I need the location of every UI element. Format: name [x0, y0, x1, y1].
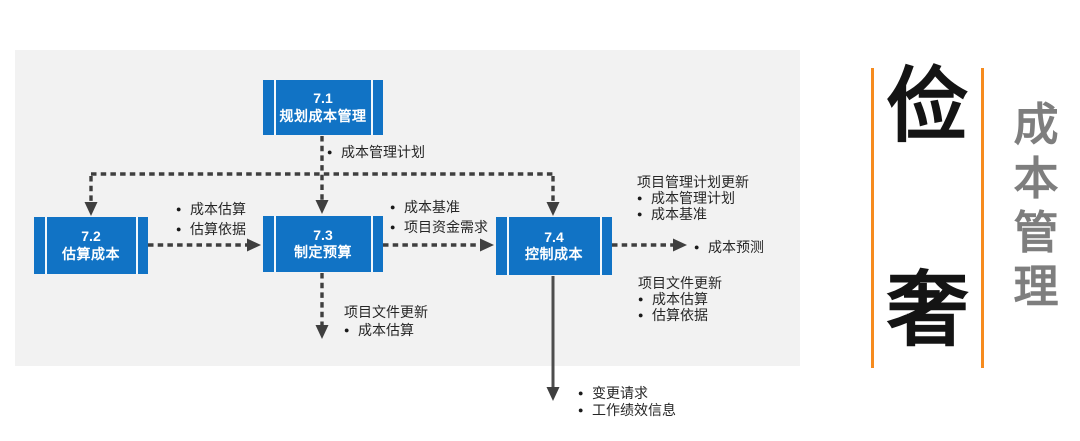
- process-box-7-4-control-costs: 7.4 控制成本: [496, 217, 612, 275]
- box-number: 7.2: [81, 228, 101, 244]
- edge-label-below-73-project-documents-updates: 项目文件更新 成本估算: [344, 304, 428, 339]
- vertical-title-char: 理: [1013, 260, 1059, 313]
- edge-label-cost-forecasts: 成本预测: [694, 239, 764, 255]
- process-box-7-3-determine-budget: 7.3 制定预算: [263, 216, 383, 272]
- big-character-jian: 俭: [886, 59, 969, 154]
- box-number: 7.3: [313, 226, 333, 243]
- process-box-7-2-estimate-costs: 7.2 估算成本: [34, 217, 148, 274]
- vertical-title-cost-management: 成 本 管 理: [1010, 98, 1062, 314]
- edge-label-right-74-document-updates: 项目文件更新 成本估算 估算依据: [638, 275, 722, 323]
- process-box-7-1-plan-cost-management: 7.1 规划成本管理: [263, 80, 383, 135]
- box-number: 7.4: [544, 228, 564, 245]
- edge-label-73-to-74: 成本基准 项目资金需求: [390, 198, 488, 237]
- vertical-title-char: 成: [1013, 98, 1059, 151]
- vertical-title-char: 管: [1013, 206, 1059, 259]
- box-title: 控制成本: [525, 246, 583, 262]
- box-title: 估算成本: [62, 245, 120, 262]
- orange-rule-right: [981, 68, 984, 368]
- edge-label-right-74-plan-updates: 项目管理计划更新 成本管理计划 成本基准: [637, 174, 749, 222]
- edge-label-72-to-73: 成本估算 估算依据: [176, 200, 246, 239]
- orange-rule-left: [871, 68, 874, 368]
- big-character-she: 奢: [886, 263, 969, 358]
- edge-label-below-74-outputs: 变更请求 工作绩效信息: [578, 385, 676, 419]
- box-title: 规划成本管理: [279, 107, 367, 124]
- box-number: 7.1: [313, 90, 333, 106]
- edge-label-cost-management-plan: 成本管理计划: [327, 144, 425, 161]
- vertical-title-char: 本: [1013, 152, 1059, 205]
- box-title: 制定预算: [294, 244, 352, 260]
